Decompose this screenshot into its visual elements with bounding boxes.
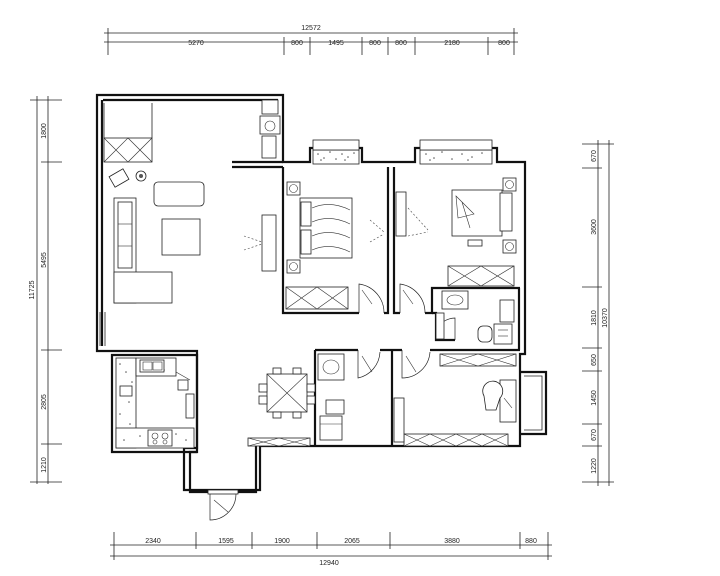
doors-upper [358, 283, 456, 340]
right-dimension-label: 670 [591, 150, 598, 162]
chair [482, 380, 504, 411]
living-room [99, 168, 205, 346]
right-dimension-label: 1450 [591, 390, 598, 406]
second-bathroom [317, 353, 345, 441]
bedroom-2 [395, 177, 517, 287]
bedroom-3 [393, 353, 548, 447]
bed [451, 189, 503, 237]
right-dimension-label: 1810 [591, 310, 598, 326]
right-dimension-chain: 670 3600 1810 650 1450 670 1220 10370 [582, 140, 614, 486]
bottom-total-dimension: 12940 [319, 560, 339, 567]
cooktop [147, 429, 173, 447]
bay-window-right [419, 139, 493, 165]
coffee-table [161, 218, 201, 256]
toilet [325, 399, 345, 415]
bottom-dimension-label: 880 [525, 538, 537, 545]
wardrobe [439, 353, 517, 367]
left-dimension-chain: 11725 1800 5495 2805 1210 [29, 96, 62, 484]
balcony-utility [259, 99, 281, 159]
top-dimension-chain: 12572 5270 800 1495 800 800 2180 800 [104, 25, 518, 55]
top-total-dimension: 12572 [301, 25, 321, 32]
left-dimension-label: 1210 [41, 457, 48, 473]
tv-cabinet [153, 181, 205, 207]
bedroom-1 [243, 181, 385, 310]
right-dimension-label: 670 [591, 429, 598, 441]
bottom-dimension-label: 3880 [444, 538, 460, 545]
bottom-dimension-label: 2340 [145, 538, 161, 545]
top-dimension-label: 800 [395, 40, 407, 47]
dining-area [247, 367, 316, 447]
bottom-dimension-label: 2065 [344, 538, 360, 545]
cabinet [403, 433, 509, 447]
wardrobe [447, 265, 515, 287]
toilet [477, 325, 493, 343]
master-bathroom [435, 290, 515, 345]
top-left-balcony [103, 103, 153, 163]
top-dimension-label: 5270 [188, 40, 204, 47]
bottom-dimension-chain: 2340 1595 1900 2065 3880 880 12940 [110, 532, 552, 567]
doors-middle [357, 350, 431, 379]
kitchen [115, 357, 195, 449]
desk [499, 379, 517, 423]
left-dimension-label: 5495 [41, 252, 48, 268]
right-dimension-label: 3600 [591, 219, 598, 235]
right-dimension-label: 1220 [591, 458, 598, 474]
top-dimension-label: 2180 [444, 40, 460, 47]
bay-window-left [312, 139, 360, 165]
washbasin [441, 290, 469, 310]
left-total-dimension: 11725 [29, 280, 36, 299]
interior-walls [232, 160, 521, 446]
left-dimension-label: 2805 [41, 394, 48, 410]
wardrobe [285, 286, 349, 310]
left-dimension-label: 1800 [41, 123, 48, 139]
top-dimension-label: 1495 [328, 40, 344, 47]
entrance-door [207, 489, 239, 521]
bottom-dimension-label: 1900 [274, 538, 290, 545]
top-dimension-label: 800 [498, 40, 510, 47]
top-dimension-label: 800 [291, 40, 303, 47]
right-total-dimension: 10370 [602, 308, 609, 328]
sideboard [247, 437, 311, 447]
right-dimension-label: 650 [591, 354, 598, 366]
bottom-dimension-label: 1595 [218, 538, 234, 545]
washbasin [317, 353, 345, 381]
top-dimension-label: 800 [369, 40, 381, 47]
